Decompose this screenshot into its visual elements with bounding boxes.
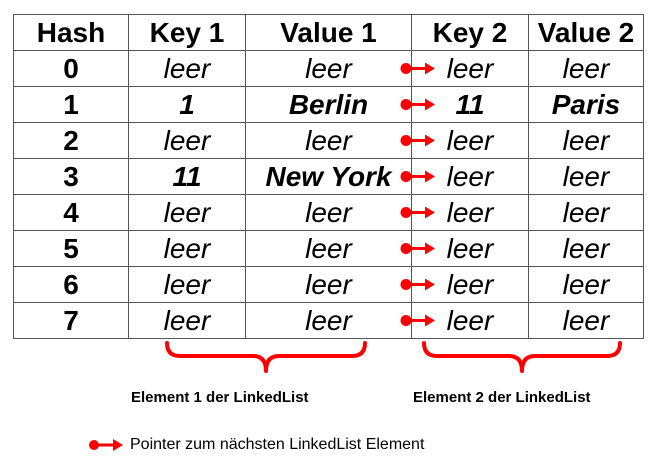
element-1-label: Element 1 der LinkedList — [131, 389, 309, 406]
key-1-cell: leer — [128, 122, 246, 159]
hash-cell: 1 — [13, 86, 129, 123]
hash-cell: 7 — [13, 302, 129, 339]
pointer-arrow-icon — [400, 134, 435, 147]
legend-text: Pointer zum nächsten LinkedList Element — [130, 436, 425, 453]
key-1-cell: 1 — [128, 86, 246, 123]
legend: Pointer zum nächsten LinkedList Element — [88, 434, 424, 456]
pointer-arrow-icon — [400, 206, 435, 219]
value-1-cell: leer — [245, 302, 412, 339]
pointer-arrow-icon — [400, 242, 435, 255]
pointer-arrow-icon — [89, 439, 123, 451]
pointer-layer — [400, 62, 435, 327]
value-2-cell: leer — [528, 158, 644, 195]
value-1-cell: leer — [245, 230, 412, 267]
value-2-cell: leer — [528, 122, 644, 159]
pointer-arrow-icon — [400, 170, 435, 183]
hash-cell: 0 — [13, 50, 129, 87]
element-2-label: Element 2 der LinkedList — [413, 389, 591, 406]
hash-cell: 2 — [13, 122, 129, 159]
value-1-cell: leer — [245, 266, 412, 303]
value-2-cell: leer — [528, 302, 644, 339]
pointer-arrow-icon — [400, 278, 435, 291]
header-key-1: Key 1 — [128, 14, 246, 51]
hash-cell: 5 — [13, 230, 129, 267]
key-1-cell: leer — [128, 194, 246, 231]
header-value-1: Value 1 — [245, 14, 412, 51]
value-1-cell: New York — [245, 158, 412, 195]
key-1-cell: leer — [128, 50, 246, 87]
pointer-arrow-icon — [400, 314, 435, 327]
curly-brace-icon — [422, 341, 622, 373]
value-1-cell: leer — [245, 122, 412, 159]
key-1-cell: leer — [128, 302, 246, 339]
pointer-arrow-icon — [400, 62, 435, 75]
key-1-cell: leer — [128, 230, 246, 267]
value-2-cell: Paris — [528, 86, 644, 123]
value-2-cell: leer — [528, 50, 644, 87]
header-hash: Hash — [13, 14, 129, 51]
curly-brace-icon — [165, 341, 367, 373]
value-1-cell: Berlin — [245, 86, 412, 123]
value-2-cell: leer — [528, 266, 644, 303]
pointer-arrow-icon — [400, 98, 435, 111]
